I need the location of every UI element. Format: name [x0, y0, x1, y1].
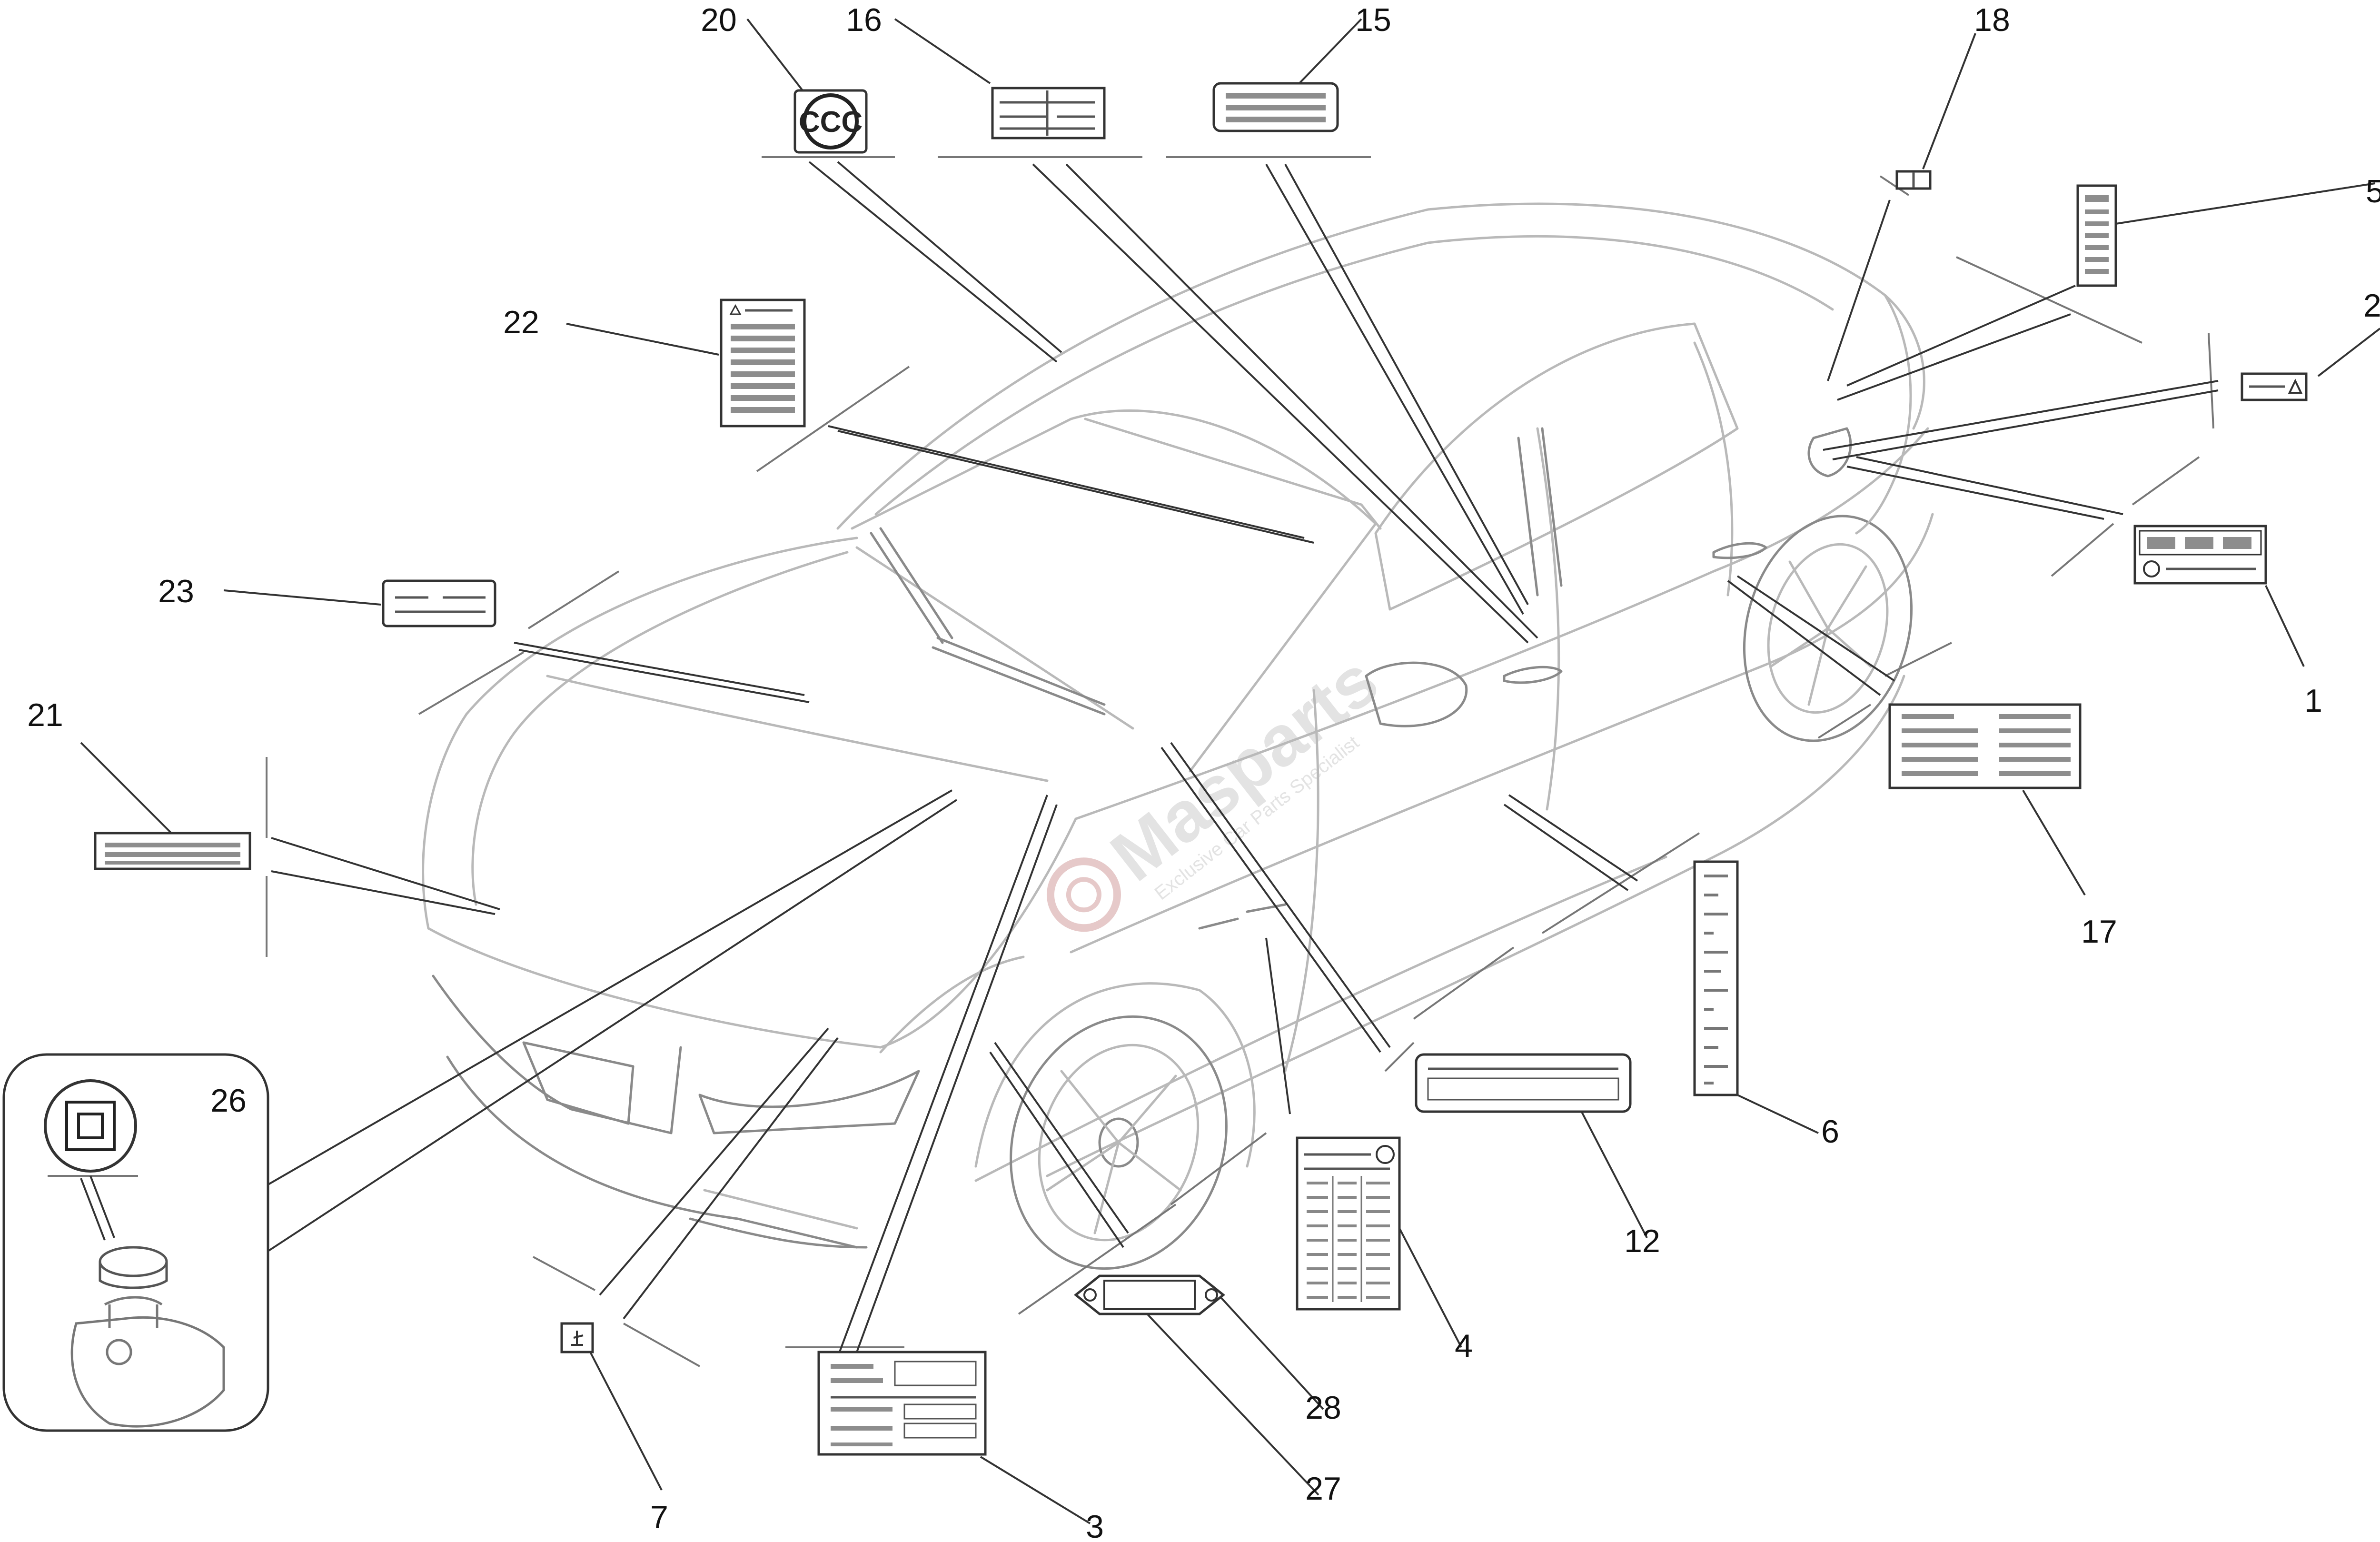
label-2-icon: [2241, 372, 2308, 401]
label-1-icon: [2133, 525, 2267, 585]
label-12-icon: [1415, 1053, 1632, 1113]
label-16-icon: [991, 87, 1106, 139]
label-21-icon: [94, 832, 251, 870]
callout-1: 1: [2304, 683, 2322, 719]
callout-27: 27: [1305, 1471, 1341, 1507]
label-27-28-plate-icon: [1073, 1274, 1226, 1315]
svg-text:CCC: CCC: [799, 106, 863, 139]
label-4-icon: [1296, 1136, 1401, 1311]
callout-28: 28: [1305, 1390, 1341, 1426]
label-5-icon: [2076, 184, 2117, 287]
callout-2: 2: [2363, 288, 2380, 324]
callout-4: 4: [1455, 1328, 1473, 1364]
label-22-icon: [720, 298, 806, 428]
label-23-icon: [382, 579, 496, 627]
coolant-reservoir-inset: [2, 1053, 269, 1432]
callout-7: 7: [650, 1499, 668, 1535]
callout-20: 20: [701, 2, 737, 38]
callout-15: 15: [1355, 2, 1391, 38]
callout-3: 3: [1086, 1509, 1104, 1542]
label-15-icon: [1212, 82, 1339, 132]
watermark: Masparts Exclusive Car Parts Specialist: [1046, 640, 1392, 932]
callout-22: 22: [503, 304, 539, 340]
car-outline: [422, 202, 1934, 1270]
guide-lines: [266, 156, 2214, 1367]
callout-6: 6: [1821, 1114, 1839, 1150]
callout-17: 17: [2081, 914, 2117, 950]
watermark-brand: Masparts: [1096, 640, 1392, 896]
callout-21: 21: [27, 697, 63, 733]
leader-lines: [80, 18, 2380, 1524]
callout-23: 23: [158, 573, 194, 609]
label-18-icon: [1895, 170, 1932, 190]
callout-26: 26: [210, 1083, 247, 1119]
ccc-seal-icon: CCC: [793, 89, 868, 154]
label-6-icon: [1693, 860, 1739, 1096]
callout-16: 16: [846, 2, 882, 38]
label-3-icon: [817, 1351, 987, 1456]
callout-numbers: 20 16 15 18 5 2 1 17 22 23 21 26 7 3 27 …: [27, 2, 2380, 1542]
label-17-icon: [1888, 703, 2082, 789]
callout-12: 12: [1624, 1223, 1660, 1259]
label-7-icon: [560, 1322, 594, 1353]
callout-5: 5: [2366, 173, 2380, 209]
callout-18: 18: [1974, 2, 2010, 38]
